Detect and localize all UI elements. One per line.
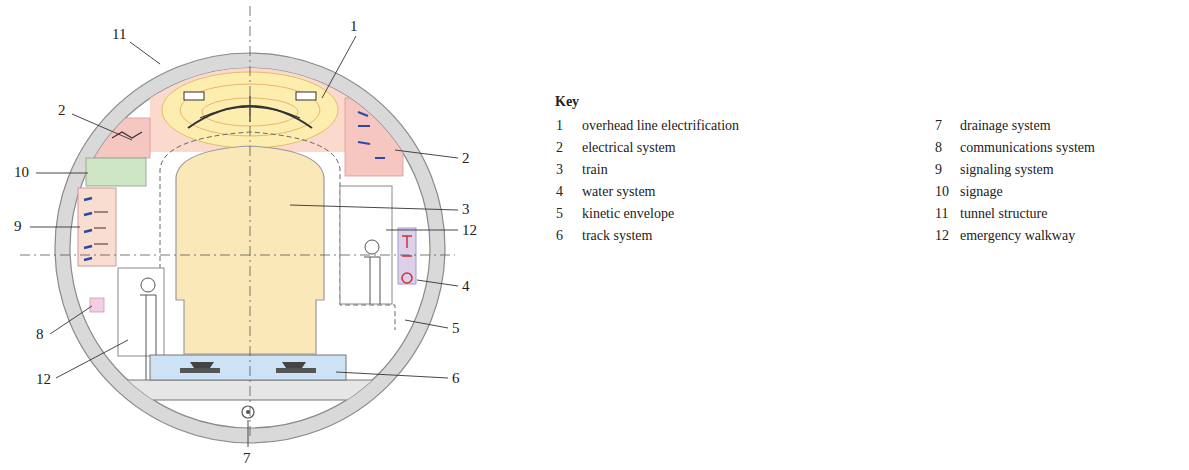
callout-number: 3 (462, 201, 470, 218)
callout-number: 10 (14, 164, 29, 181)
key-text: signage (960, 184, 1003, 200)
rail (190, 362, 306, 368)
callout-number: 12 (36, 371, 51, 388)
key-text: communications system (960, 140, 1095, 156)
key-text: overhead line electrification (582, 118, 739, 134)
key-number: 7 (935, 118, 942, 134)
key-text: track system (582, 228, 652, 244)
key-number: 6 (556, 228, 563, 244)
key-text: emergency walkway (960, 228, 1075, 244)
callout-number: 6 (452, 370, 460, 387)
drain-pipe (246, 410, 250, 414)
water-box (398, 228, 416, 284)
key-number: 9 (935, 162, 942, 178)
water-pipe (402, 236, 412, 256)
callout-number: 9 (14, 218, 22, 235)
callout-number: 1 (350, 18, 358, 35)
water-pipe (402, 273, 412, 283)
callout-number: 12 (462, 222, 477, 239)
key-number: 5 (556, 206, 563, 222)
signage-box (86, 158, 146, 186)
signal-cable (84, 198, 92, 260)
electrical-zone (345, 98, 403, 176)
key-number: 8 (935, 140, 942, 156)
key-number: 3 (556, 162, 563, 178)
track-bed (150, 355, 346, 380)
key-text: electrical system (582, 140, 676, 156)
person-body (364, 257, 380, 304)
key-number: 11 (935, 206, 948, 222)
cable-mark (358, 112, 385, 158)
person-head (365, 240, 379, 254)
signaling-box (78, 188, 116, 266)
key-text: drainage system (960, 118, 1051, 134)
key-text: signaling system (960, 162, 1054, 178)
walkway-box (340, 186, 392, 304)
key-text: tunnel structure (960, 206, 1047, 222)
key-number: 2 (556, 140, 563, 156)
callout-number: 4 (462, 278, 470, 295)
person-head (141, 278, 155, 292)
callout-number: 11 (112, 26, 126, 43)
callout-number: 5 (452, 320, 460, 337)
sleeper (276, 368, 316, 373)
key-number: 10 (935, 184, 949, 200)
axis-line (250, 6, 251, 440)
axis-line (20, 255, 455, 256)
drain-pipe (242, 406, 254, 418)
kinetic-envelope (160, 132, 395, 365)
electrical-zone (95, 118, 150, 158)
callout-number: 2 (462, 150, 470, 167)
callout-number: 8 (36, 326, 44, 343)
leader-lines (30, 36, 458, 447)
key-text: water system (582, 184, 655, 200)
key-number: 12 (935, 228, 949, 244)
key-number: 4 (556, 184, 563, 200)
key-text: kinetic envelope (582, 206, 674, 222)
insulator (296, 92, 316, 100)
signal-cable (94, 212, 108, 244)
key-text: train (582, 162, 608, 178)
callout-number: 2 (58, 102, 66, 119)
callout-number: 7 (243, 450, 251, 467)
key-heading: Key (555, 94, 579, 110)
walkway-box (118, 268, 164, 356)
comms-box (90, 298, 104, 312)
insulator (184, 92, 204, 100)
sleeper (180, 368, 220, 373)
key-number: 1 (556, 118, 563, 134)
